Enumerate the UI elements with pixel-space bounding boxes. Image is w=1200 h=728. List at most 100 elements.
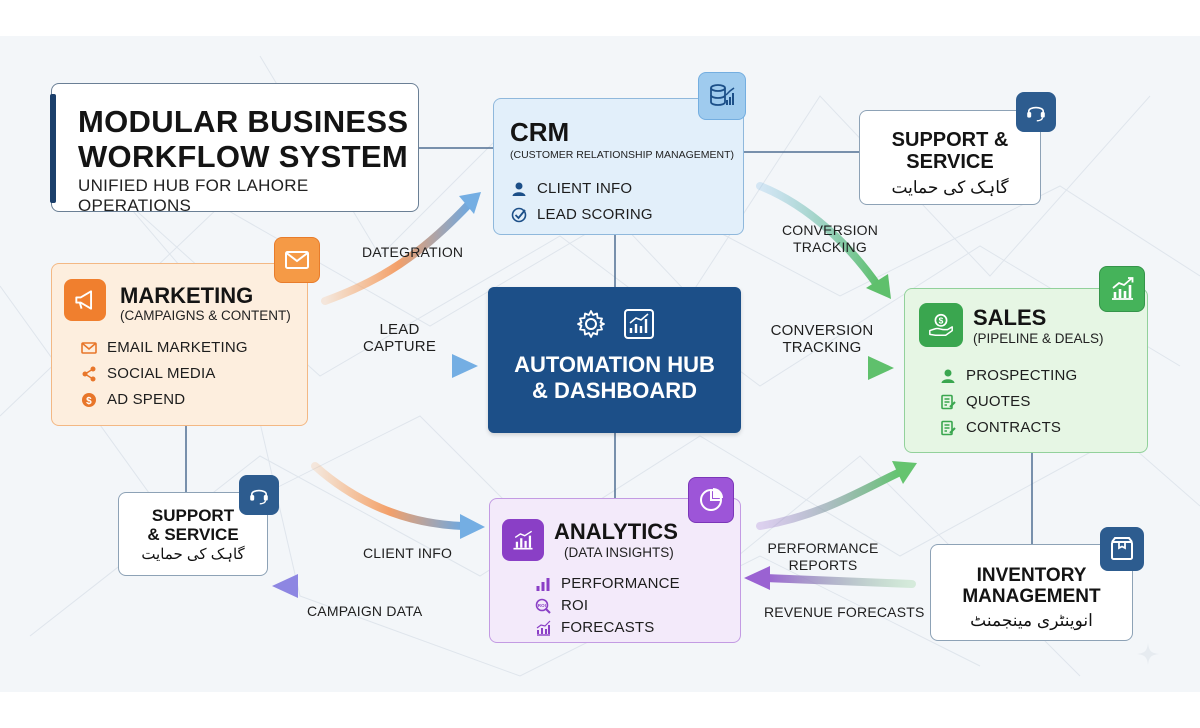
analytics-item-label: PERFORMANCE xyxy=(561,575,680,592)
analytics-item-label: ROI xyxy=(561,597,589,614)
crm-title: CRM xyxy=(510,117,570,147)
megaphone-icon xyxy=(64,279,106,321)
flow-label-line: TRACKING xyxy=(793,239,867,255)
bar-chart-icon xyxy=(502,519,544,561)
marketing-item-label: EMAIL MARKETING xyxy=(107,339,248,356)
box-icon xyxy=(1100,527,1144,571)
inventory-title-line-1: INVENTORY xyxy=(976,565,1087,586)
sparkle-icon xyxy=(1137,643,1159,665)
chart-icon xyxy=(622,307,656,346)
flow-label-dategration: DATEGRATION xyxy=(362,244,464,260)
hub-icons xyxy=(488,307,741,346)
sales-item-prospecting: PROSPECTING xyxy=(939,367,1077,384)
crm-item-label: LEAD SCORING xyxy=(537,206,653,223)
crm-item-label: CLIENT INFO xyxy=(537,180,633,197)
support-top-title: SUPPORT & SERVICE xyxy=(860,129,1040,173)
flow-label-campaign-data: CAMPAIGN DATA xyxy=(307,603,423,619)
marketing-title: MARKETING xyxy=(120,283,254,308)
flow-label-line: TRACKING xyxy=(782,339,862,356)
analytics-item-performance: PERFORMANCE xyxy=(534,575,680,592)
hub-title-line-1: AUTOMATION HUB xyxy=(514,352,715,377)
inventory-module[interactable]: INVENTORY MANAGEMENT انوینٹری مینجمنٹ xyxy=(930,544,1133,641)
support-title-line-2: & SERVICE xyxy=(147,525,239,544)
automation-hub[interactable]: AUTOMATION HUB & DASHBOARD xyxy=(488,287,741,433)
marketing-module[interactable]: MARKETING (CAMPAIGNS & CONTENT) EMAIL MA… xyxy=(51,263,308,426)
flow-label-performance-reports: PERFORMANCE REPORTS xyxy=(762,540,884,574)
flow-label-conversion-mid: CONVERSION TRACKING xyxy=(762,322,882,356)
inventory-title: INVENTORY MANAGEMENT xyxy=(931,565,1132,607)
sales-subtitle: (PIPELINE & DEALS) xyxy=(973,331,1104,346)
roi-magnifier-icon: ROI xyxy=(534,597,551,614)
inventory-title-line-2: MANAGEMENT xyxy=(962,586,1101,607)
growth-chart-icon xyxy=(1099,266,1145,312)
envelope-badge-icon xyxy=(274,237,320,283)
analytics-item-forecasts: FORECASTS xyxy=(534,619,654,636)
support-top-module[interactable]: SUPPORT & SERVICE گاہک کی حمایت xyxy=(859,110,1041,205)
sales-item-label: PROSPECTING xyxy=(966,367,1078,384)
flow-label-line: CONVERSION xyxy=(781,222,879,238)
money-hand-icon: $ xyxy=(919,303,963,347)
marketing-item-social: SOCIAL MEDIA xyxy=(80,365,216,382)
analytics-title: ANALYTICS xyxy=(554,519,678,544)
share-icon xyxy=(80,365,97,382)
sales-title: SALES xyxy=(973,305,1047,330)
title-line-1: MODULAR BUSINESS xyxy=(78,104,409,139)
user-icon xyxy=(510,180,527,197)
bars-icon xyxy=(534,575,551,592)
flow-label-line: LEAD xyxy=(379,321,420,338)
flow-label-line: CONVERSION xyxy=(770,322,874,339)
coin-icon: $ xyxy=(80,391,97,408)
page-title: MODULAR BUSINESS WORKFLOW SYSTEM xyxy=(78,104,408,174)
flow-label-client-info: CLIENT INFO xyxy=(363,545,453,561)
title-line-2: WORKFLOW SYSTEM xyxy=(78,139,408,174)
sales-module[interactable]: $ SALES (PIPELINE & DEALS) PROSPECTING Q… xyxy=(904,288,1148,453)
support-title-line-1: SUPPORT xyxy=(151,506,235,525)
sales-item-quotes: QUOTES xyxy=(939,393,1031,410)
support-left-urdu: گاہک کی حمایت xyxy=(141,546,245,563)
marketing-item-label: AD SPEND xyxy=(107,391,186,408)
user-icon xyxy=(939,367,956,384)
crm-subtitle: (CUSTOMER RELATIONSHIP MANAGEMENT) xyxy=(510,149,735,161)
page-subtitle: UNIFIED HUB FOR LAHORE OPERATIONS xyxy=(78,176,309,215)
flow-label-lead-capture: LEAD CAPTURE xyxy=(352,321,447,355)
structure-lines xyxy=(185,147,1033,544)
target-check-icon xyxy=(510,206,527,223)
trend-icon xyxy=(534,619,551,636)
sales-item-label: CONTRACTS xyxy=(966,419,1062,436)
pie-chart-icon xyxy=(688,477,734,523)
svg-text:$: $ xyxy=(86,396,92,407)
support-title-line-1: SUPPORT & xyxy=(891,129,1009,151)
headset-icon xyxy=(239,475,279,515)
marketing-subtitle: (CAMPAIGNS & CONTENT) xyxy=(120,308,291,323)
marketing-item-ad-spend: $ AD SPEND xyxy=(80,391,185,408)
database-chart-icon xyxy=(698,72,746,120)
inventory-urdu: انوینٹری مینجمنٹ xyxy=(970,611,1093,630)
crm-item-client-info: CLIENT INFO xyxy=(510,180,632,197)
flow-arrows xyxy=(272,182,917,598)
envelope-icon xyxy=(80,339,97,356)
analytics-subtitle: (DATA INSIGHTS) xyxy=(564,545,674,560)
marketing-item-email: EMAIL MARKETING xyxy=(80,339,248,356)
diagram-canvas: MODULAR BUSINESS WORKFLOW SYSTEM UNIFIED… xyxy=(0,36,1200,692)
marketing-item-label: SOCIAL MEDIA xyxy=(107,365,216,382)
support-title-line-2: SERVICE xyxy=(906,151,994,173)
flow-label-line: CAPTURE xyxy=(362,338,437,355)
flow-label-revenue-forecasts: REVENUE FORECASTS xyxy=(764,604,925,620)
svg-text:ROI: ROI xyxy=(537,603,546,608)
support-left-title: SUPPORT & SERVICE xyxy=(119,506,267,544)
crm-item-lead-scoring: LEAD SCORING xyxy=(510,206,653,223)
crm-module[interactable]: CRM (CUSTOMER RELATIONSHIP MANAGEMENT) C… xyxy=(493,98,744,235)
flow-label-conversion-top: CONVERSION TRACKING xyxy=(775,222,885,256)
hub-title-line-2: & DASHBOARD xyxy=(532,378,697,403)
gear-icon xyxy=(574,307,608,346)
flow-label-line: REPORTS xyxy=(788,557,858,573)
flow-label-line: PERFORMANCE xyxy=(767,540,879,556)
hub-title: AUTOMATION HUB & DASHBOARD xyxy=(488,352,741,404)
sales-item-label: QUOTES xyxy=(966,393,1031,410)
document-edit-icon xyxy=(939,419,956,436)
title-card: MODULAR BUSINESS WORKFLOW SYSTEM UNIFIED… xyxy=(50,83,419,215)
headset-icon xyxy=(1016,92,1056,132)
support-top-urdu: گاہک کی حمایت xyxy=(891,178,1009,197)
analytics-item-label: FORECASTS xyxy=(561,619,655,636)
document-edit-icon xyxy=(939,393,956,410)
